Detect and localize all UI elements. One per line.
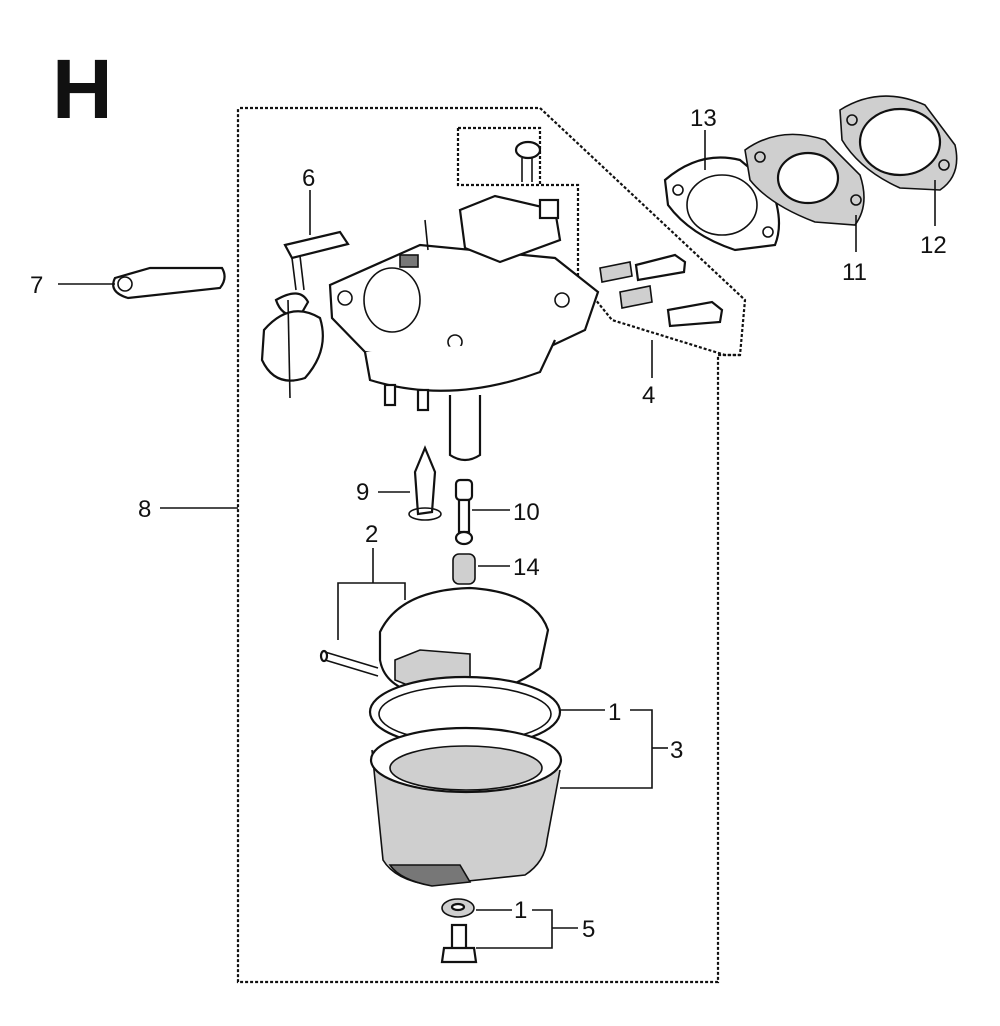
kit-boundary-box xyxy=(458,126,740,357)
callout-5: 5 xyxy=(582,916,595,943)
choke-shaft-6 xyxy=(260,230,350,399)
callout-8: 8 xyxy=(138,496,151,523)
callout-7: 7 xyxy=(30,272,43,299)
gasket-12 xyxy=(839,95,958,191)
kit-boundary-left xyxy=(456,128,540,187)
callout-9: 9 xyxy=(356,479,369,506)
main-jet-10 xyxy=(454,478,474,546)
callout-14: 14 xyxy=(513,554,540,581)
callout-4: 4 xyxy=(642,382,655,409)
pilot-screw-kit-4 xyxy=(599,253,724,328)
jet-14 xyxy=(452,553,476,585)
callout-6: 6 xyxy=(302,165,315,192)
callout-3: 3 xyxy=(670,737,683,764)
leader-lines xyxy=(58,130,936,949)
callout-12: 12 xyxy=(920,232,947,259)
carburetor-body xyxy=(328,194,600,462)
gasket-11 xyxy=(744,133,865,226)
callout-13: 13 xyxy=(690,105,717,132)
float-valve-9 xyxy=(408,445,442,521)
drain-bolt-5 xyxy=(440,898,478,964)
callout-10: 10 xyxy=(513,499,540,526)
callout-1-bolt: 1 xyxy=(514,897,527,924)
callout-2: 2 xyxy=(365,521,378,548)
callout-1-bowl: 1 xyxy=(608,699,621,726)
float-bowl-3 xyxy=(369,726,563,887)
callout-11: 11 xyxy=(842,259,867,286)
section-letter: H xyxy=(52,42,113,136)
choke-lever-7 xyxy=(112,266,226,300)
screw-top xyxy=(514,140,542,182)
